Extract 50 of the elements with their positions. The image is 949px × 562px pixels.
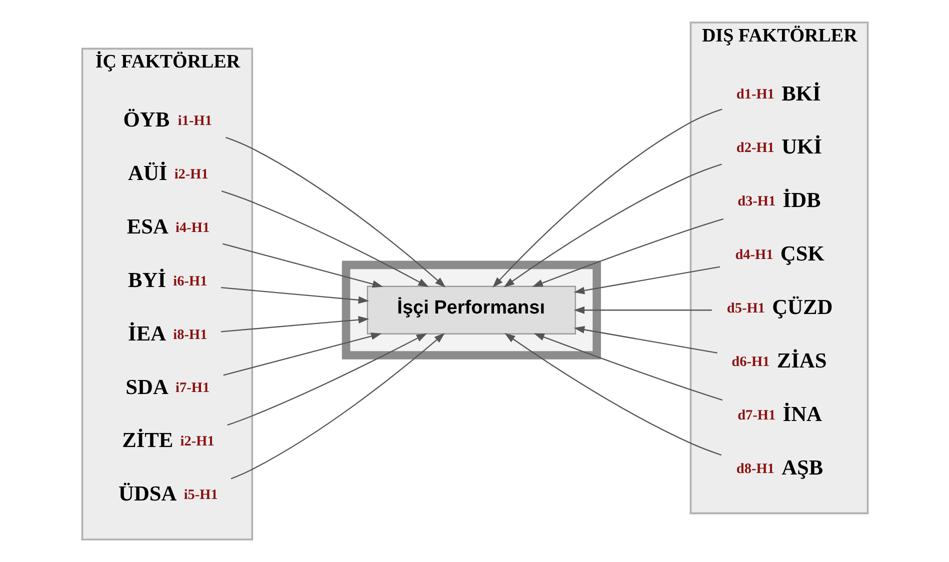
arrow (220, 286, 369, 304)
node-label: d3-H1 (737, 194, 776, 210)
cluster (341, 260, 600, 360)
node-label: d2-H1 (736, 140, 774, 156)
node-text: ÖYB (122, 107, 170, 132)
node-label: d6-H1 (731, 354, 770, 370)
arrow (532, 218, 723, 287)
node-text: ZİTE (122, 428, 173, 452)
arrow (573, 266, 720, 294)
node-text: UKİ (781, 134, 822, 159)
arrow (220, 190, 428, 288)
arrow (573, 306, 712, 314)
arrow (533, 333, 722, 401)
node-label: i7-H1 (175, 380, 210, 396)
arrow (226, 333, 427, 426)
node-text: BYİ (128, 268, 166, 292)
node-label: d8-H1 (736, 461, 774, 478)
node-text: ESA (126, 214, 168, 238)
node-label: i4-H1 (175, 220, 210, 236)
arrow (220, 316, 369, 332)
node-label: i2-H1 (180, 434, 214, 450)
node-label: d4-H1 (734, 247, 773, 264)
arrow (503, 164, 722, 288)
node-label: i6-H1 (172, 273, 207, 290)
node-box: İşçi Performansı (366, 286, 576, 334)
arrow (573, 326, 717, 354)
arrow (230, 332, 444, 480)
node-label: i5-H1 (183, 487, 218, 504)
node-text: İNA (782, 402, 822, 426)
node-label: i1-H1 (177, 112, 212, 129)
node-text: ÜDSA (118, 482, 176, 506)
arrow (225, 136, 446, 288)
arrow (492, 108, 722, 288)
arrow (222, 243, 383, 288)
node-text: ZİAS (776, 348, 826, 373)
node-label: d7-H1 (737, 408, 776, 424)
node-text: AÜİ (128, 160, 167, 185)
node-text: BKİ (781, 81, 820, 106)
arrow (504, 333, 722, 456)
node-text: İEA (128, 321, 166, 346)
node-text: İDB (782, 188, 820, 212)
node-label: i2-H1 (174, 166, 208, 182)
node-text: ÇÜZD (772, 295, 832, 320)
node-label: d1-H1 (736, 86, 774, 103)
node-text: AŞB (781, 456, 823, 480)
node-label: d5-H1 (726, 300, 764, 317)
node-text: ÇSK (780, 242, 824, 266)
arrow (222, 332, 382, 376)
node-label: i8-H1 (172, 326, 207, 343)
node-text: SDA (125, 374, 168, 399)
